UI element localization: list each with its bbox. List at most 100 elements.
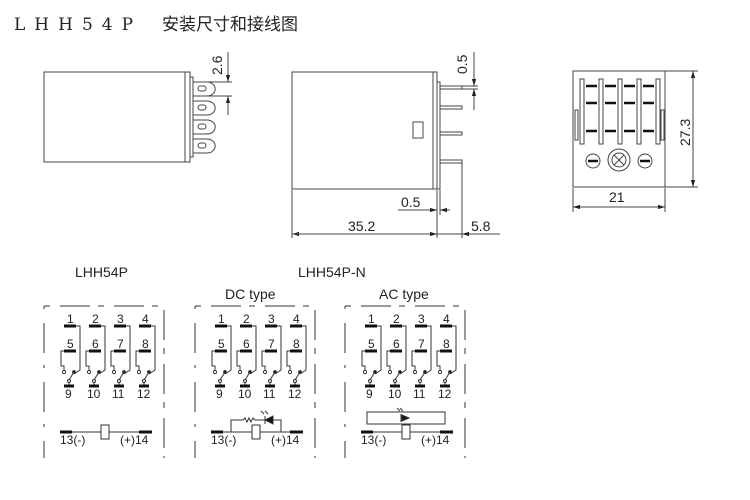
terminal-label: 10 (87, 387, 101, 401)
side-view (43, 52, 232, 163)
terminal-label: 8 (293, 337, 300, 351)
model-number: LHH54P (14, 15, 143, 35)
contact-set: 2 6 10 (85, 312, 106, 401)
contact-set: 4 8 12 (135, 312, 156, 401)
terminal-label: 5 (368, 337, 375, 351)
terminal-label: 10 (388, 387, 402, 401)
coil-neg-label: 13(-) (211, 433, 236, 447)
terminal-label: 3 (268, 312, 275, 326)
side-view-pins (193, 81, 216, 154)
terminal-label: 5 (67, 337, 74, 351)
terminal-label: 8 (142, 337, 149, 351)
page-title: LHH54P 安装尺寸和接线图 (14, 10, 298, 35)
coil-circuit: 13(-) (+)14 (211, 410, 303, 447)
coil-terminal-left (585, 153, 601, 169)
front-view-latch (412, 121, 424, 139)
terminal-label: 7 (117, 337, 124, 351)
terminal-label: 6 (393, 337, 400, 351)
coil-pos-label: (+)14 (120, 433, 149, 447)
ac-type-label: AC type (379, 286, 429, 302)
contact-set: 4 8 12 (286, 312, 307, 401)
coil-pos-label: (+)14 (421, 433, 450, 447)
pin-pitch-label: 2.6 (209, 55, 225, 75)
led-loop (366, 411, 446, 425)
pin-thickness-label: 0.5 (454, 54, 470, 74)
terminal-label: 9 (65, 387, 72, 401)
wiring-diagram-dc: 1 5 9 2 6 10 3 7 11 4 8 12 13(-) (+)14 (194, 305, 316, 458)
contact-set: 2 6 10 (386, 312, 407, 401)
resistor-symbol (230, 416, 265, 432)
coil-neg-label: 13(-) (60, 433, 85, 447)
title-subtitle: 安装尺寸和接线图 (162, 15, 299, 35)
bottom-view-pins (586, 84, 654, 133)
coil-symbol (251, 424, 261, 440)
coil-neg-label: 13(-) (361, 433, 386, 447)
bottom-view-body (572, 70, 666, 188)
coil-circuit: 13(-) (+)14 (60, 424, 152, 447)
terminal-label: 6 (243, 337, 250, 351)
terminal-label: 5 (218, 337, 225, 351)
coil-pos-label: (+)14 (271, 433, 300, 447)
diode-led-symbol (263, 415, 274, 425)
front-view-flange (432, 71, 438, 190)
terminal-label: 12 (438, 387, 452, 401)
contact-set: 4 8 12 (436, 312, 457, 401)
terminal-label: 6 (92, 337, 99, 351)
side-view-flange (184, 71, 191, 163)
pin-length-label: 5.8 (471, 218, 491, 234)
terminal-label: 1 (368, 312, 375, 326)
terminal-label: 4 (443, 312, 450, 326)
width-label: 21 (609, 189, 625, 205)
terminal-label: 7 (268, 337, 275, 351)
coil-symbol (401, 424, 411, 440)
contact-set: 3 7 11 (110, 312, 131, 401)
terminal-label: 12 (288, 387, 302, 401)
contact-set: 2 6 10 (236, 312, 257, 401)
coil-terminal-right (637, 153, 653, 169)
coil-circuit: 13(-) (+)14 (361, 407, 453, 447)
side-view-body (43, 71, 186, 163)
terminal-label: 3 (117, 312, 124, 326)
terminal-label: 8 (443, 337, 450, 351)
height-label: 27.3 (677, 119, 693, 146)
dashed-frame (44, 305, 165, 458)
side-view-base (189, 76, 194, 158)
contact-set: 1 5 9 (60, 312, 81, 401)
front-view-body (291, 71, 434, 190)
contact-set: 3 7 11 (261, 312, 282, 401)
terminal-label: 4 (142, 312, 149, 326)
coil-symbol (100, 424, 110, 440)
contact-set: 1 5 9 (211, 312, 232, 401)
indicator-lamp (607, 148, 631, 172)
dashed-frame (195, 305, 316, 458)
dashed-frame (345, 305, 466, 458)
terminal-label: 1 (218, 312, 225, 326)
bottom-view-slots (574, 78, 665, 145)
terminal-label: 11 (112, 387, 125, 401)
front-view (291, 52, 500, 238)
terminal-label: 2 (92, 312, 99, 326)
body-length-label: 35.2 (348, 218, 375, 234)
wiring-label-right: LHH54P-N (298, 264, 366, 280)
terminal-label: 4 (293, 312, 300, 326)
terminal-label: 1 (67, 312, 74, 326)
flange-thickness-label: 0.5 (401, 194, 421, 210)
wiring-diagram-plain: 1 5 9 2 6 10 3 7 11 4 8 12 13(-) (+)14 (43, 305, 165, 458)
dc-type-label: DC type (225, 286, 276, 302)
terminal-label: 11 (413, 387, 426, 401)
terminal-label: 9 (216, 387, 223, 401)
wiring-label-left: LHH54P (75, 264, 128, 280)
terminal-label: 12 (137, 387, 151, 401)
terminal-label: 11 (263, 387, 276, 401)
terminal-label: 3 (418, 312, 425, 326)
contact-set: 1 5 9 (361, 312, 382, 401)
terminal-label: 9 (366, 387, 373, 401)
terminal-label: 10 (238, 387, 252, 401)
diode-led-symbol (400, 414, 411, 422)
terminal-label: 2 (393, 312, 400, 326)
terminal-label: 2 (243, 312, 250, 326)
bottom-view (572, 70, 698, 212)
